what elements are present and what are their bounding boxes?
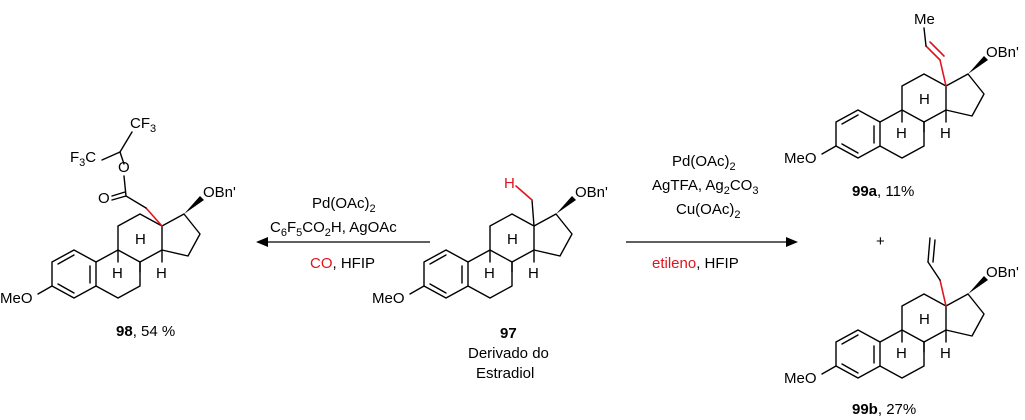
h-label: H: [919, 311, 930, 328]
condition-line: C6F5CO2H, AgOAc: [270, 219, 397, 239]
right-reaction-arrow: Pd(OAc)2 AgTFA, Ag2CO3 Cu(OAc)2 etileno,…: [626, 153, 798, 272]
compound-number: 97: [500, 325, 517, 342]
h-label: H: [896, 345, 907, 362]
condition-line: Pd(OAc)2: [672, 153, 736, 173]
red-h-label: H: [504, 175, 515, 192]
me-label: Me: [914, 11, 935, 28]
condition-line: etileno, HFIP: [652, 255, 739, 272]
compound-label: 99b, 27%: [852, 401, 916, 418]
h-label: H: [919, 91, 930, 108]
h-label: H: [940, 125, 951, 142]
compound-caption: Estradiol: [476, 365, 534, 382]
compound-99b: OBn' H H H MeO 99b, 27%: [784, 237, 1019, 418]
meo-label: MeO: [0, 290, 33, 307]
compound-98: CF3 F3C O O OBn' H H H MeO 98, 54 %: [0, 115, 236, 340]
cf3-label: CF3: [130, 115, 156, 135]
compound-label: 99a, 11%: [852, 183, 914, 200]
plus-sign: +: [876, 233, 885, 250]
obn-label: OBn': [986, 44, 1019, 61]
compound-caption: Derivado do: [468, 345, 549, 362]
h-label: H: [528, 265, 539, 282]
meo-label: MeO: [372, 290, 405, 307]
condition-line: Cu(OAc)2: [676, 201, 740, 221]
h-label: H: [507, 231, 518, 248]
condition-line: CO, HFIP: [310, 255, 375, 272]
compound-99a: Me OBn' H H H MeO 99a, 11%: [784, 11, 1019, 200]
meo-label: MeO: [784, 370, 817, 387]
ester-o-label: O: [118, 159, 130, 176]
compound-97: H OBn' H H H MeO 97 Derivado do Estradio…: [372, 175, 608, 382]
carbonyl-o-label: O: [98, 190, 110, 207]
h-label: H: [112, 265, 123, 282]
condition-line: Pd(OAc)2: [312, 195, 376, 215]
obn-label: OBn': [986, 264, 1019, 281]
obn-label: OBn': [575, 184, 608, 201]
h-label: H: [940, 345, 951, 362]
condition-line: AgTFA, Ag2CO3: [652, 177, 758, 197]
f3c-label: F3C: [70, 149, 96, 169]
compound-label: 98, 54 %: [116, 323, 175, 340]
h-label: H: [484, 265, 495, 282]
obn-label: OBn': [203, 184, 236, 201]
h-label: H: [156, 265, 167, 282]
meo-label: MeO: [784, 150, 817, 167]
left-reaction-arrow: Pd(OAc)2 C6F5CO2H, AgOAc CO, HFIP: [256, 195, 430, 272]
h-label: H: [135, 231, 146, 248]
h-label: H: [896, 125, 907, 142]
